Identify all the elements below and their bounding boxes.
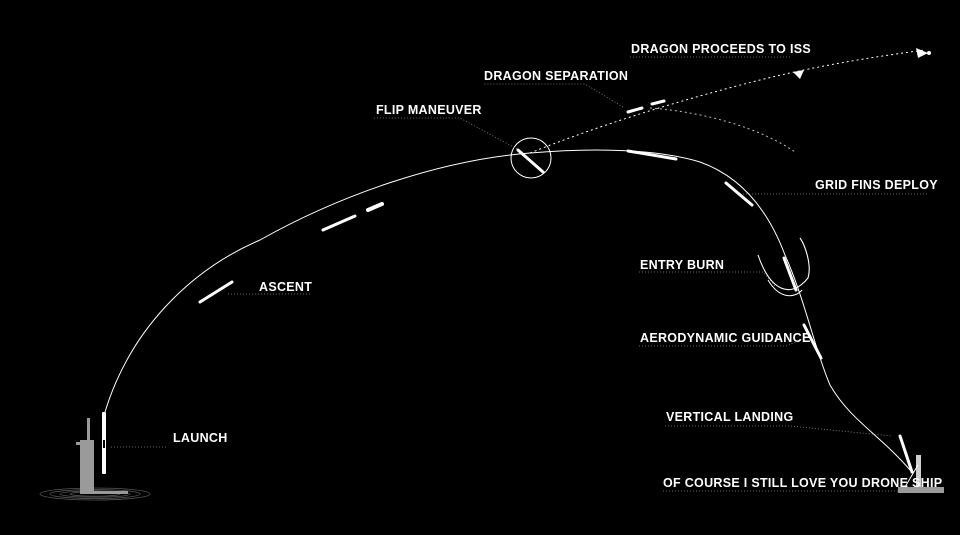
flip-maneuver-arrow-icon <box>510 137 552 179</box>
label-dragon-proceeds-to-iss: DRAGON PROCEEDS TO ISS <box>631 42 812 56</box>
rocket-icon <box>102 412 106 474</box>
label-flip-maneuver: FLIP MANEUVER <box>376 103 482 117</box>
dragon-capsule-icon <box>793 48 931 79</box>
label-aerodynamic-guidance: AERODYNAMIC GUIDANCE <box>640 331 811 345</box>
label-vertical-landing: VERTICAL LANDING <box>666 410 794 424</box>
label-entry-burn: ENTRY BURN <box>640 258 725 272</box>
leader-lines <box>111 56 927 492</box>
drone-ship-icon <box>898 455 944 493</box>
label-launch: LAUNCH <box>173 431 228 445</box>
label-drone-ship: OF COURSE I STILL LOVE YOU DRONE SHIP <box>663 476 943 490</box>
rocket-icon <box>198 99 914 474</box>
entry-burn-plume-icon <box>757 237 810 291</box>
label-ascent: ASCENT <box>259 280 313 294</box>
booster-trajectory <box>104 149 911 471</box>
label-grid-fins-deploy: GRID FINS DEPLOY <box>815 178 938 192</box>
label-dragon-separation: DRAGON SEPARATION <box>484 69 629 83</box>
second-stage-arc <box>649 107 796 153</box>
launch-tower-icon <box>76 418 128 494</box>
dragon-trajectory <box>529 49 926 154</box>
